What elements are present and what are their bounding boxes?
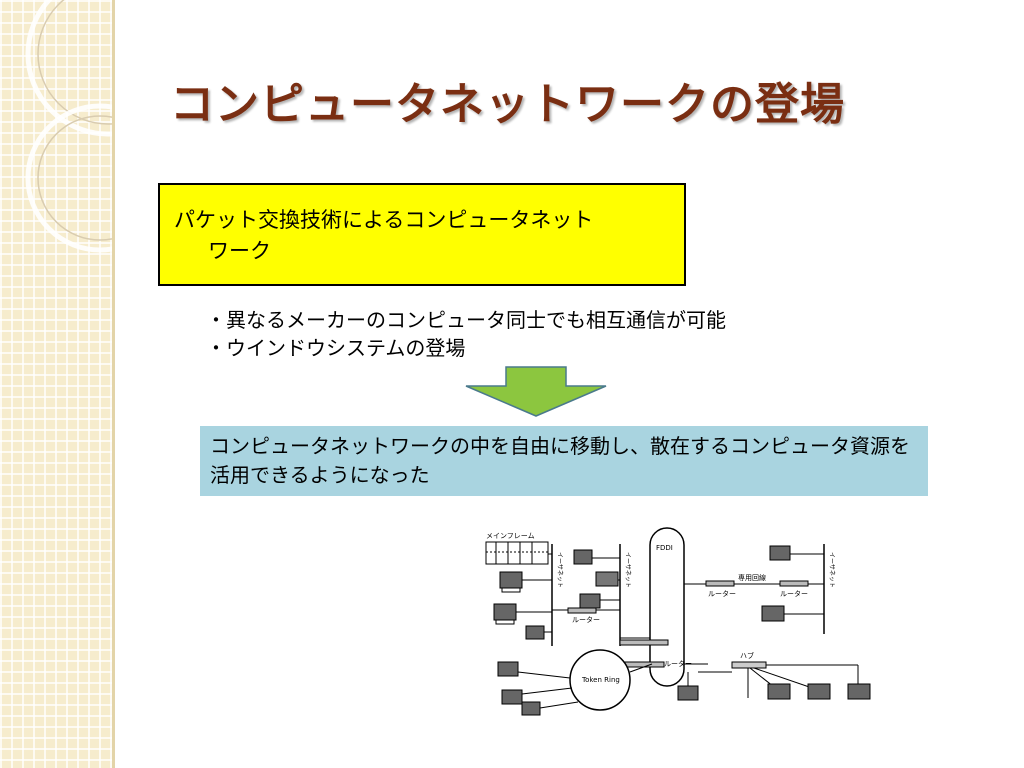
leased-line-label: 専用回線	[738, 573, 766, 582]
mainframe-icon	[485, 541, 549, 565]
mainframe-label: メインフレーム	[486, 532, 535, 540]
fddi-label: FDDI	[656, 544, 673, 552]
ethernet-label: イーサネット	[828, 552, 835, 588]
down-arrow-icon	[465, 366, 607, 417]
router-label: ルーター	[664, 659, 692, 668]
hub-label: ハブ	[740, 651, 754, 660]
ethernet-label: イーサネット	[624, 552, 631, 588]
decorative-sidebar	[0, 0, 112, 768]
router-label: ルーター	[708, 589, 736, 598]
bullet-item: ・異なるメーカーのコンピュータ同士でも相互通信が可能	[206, 308, 726, 332]
slide-title: コンピュータネットワークの登場	[170, 79, 845, 130]
router-label: ルーター	[780, 589, 808, 598]
packet-switching-text-line1: パケット交換技術によるコンピュータネット	[174, 208, 594, 232]
packet-switching-text-line2: ワーク	[208, 239, 271, 263]
bullet-list: ・異なるメーカーのコンピュータ同士でも相互通信が可能 ・ウインドウシステムの登場	[206, 306, 726, 362]
bullet-item: ・ウインドウシステムの登場	[206, 336, 466, 360]
token-ring-label: Token Ring	[581, 676, 620, 684]
sidebar-circles	[25, 0, 112, 253]
result-box: コンピュータネットワークの中を自由に移動し、散在するコンピュータ資源を活用できる…	[200, 426, 928, 496]
router-label: ルーター	[572, 615, 600, 624]
sidebar-edge	[112, 0, 115, 768]
ethernet-label: イーサネット	[556, 552, 563, 588]
packet-switching-box: パケット交換技術によるコンピュータネット ワーク	[158, 183, 686, 286]
network-diagram: メインフレーム FDDI Token Ring ルーター ルーター ルーター ル…	[485, 527, 871, 716]
